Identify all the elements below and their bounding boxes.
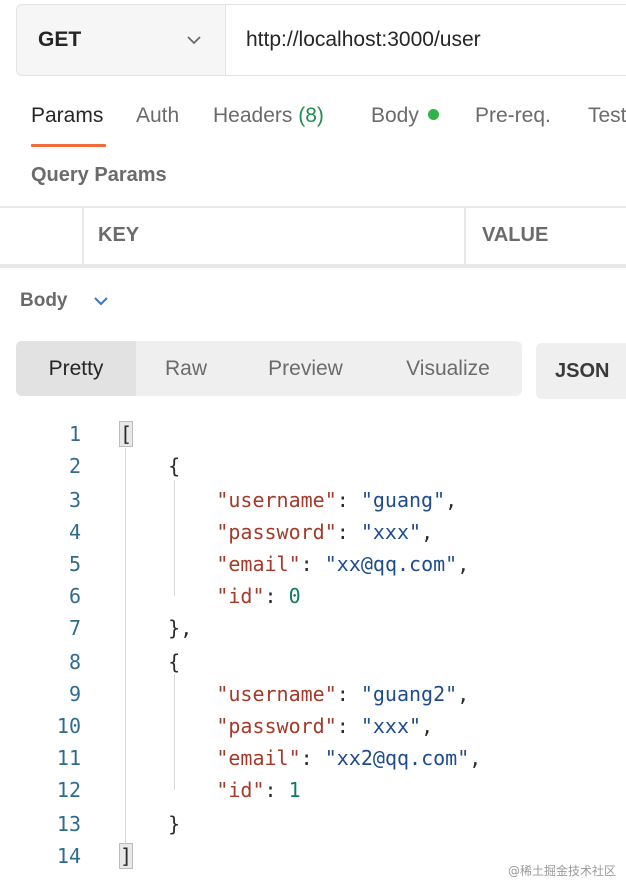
view-pretty-button[interactable]: Pretty (16, 341, 136, 396)
code-line: "username": "guang", (216, 488, 458, 512)
tab-label: Auth (136, 104, 180, 127)
request-tabs: Params Auth Headers (8) Body Pre-req. Te… (0, 100, 626, 150)
response-body-label: Body (20, 290, 68, 311)
line-number: 5 (68, 552, 81, 576)
line-number: 2 (68, 454, 81, 478)
view-label: Raw (164, 356, 207, 380)
tab-headers[interactable]: Headers (8) (213, 104, 324, 128)
format-label: JSON (555, 359, 610, 382)
line-number: 14 (56, 844, 81, 868)
tab-tests[interactable]: Tests (588, 104, 626, 128)
tab-label: Pre-req. (475, 104, 551, 127)
code-line: "password": "xxx", (216, 714, 434, 738)
key-column-header: KEY (98, 224, 140, 246)
line-number: 9 (68, 682, 81, 706)
params-key-column (82, 208, 466, 264)
code-line: "id": 0 (216, 584, 301, 608)
method-select[interactable]: GET (17, 5, 226, 75)
json-string-value: xx@qq.com (336, 552, 446, 576)
code-line: }, (120, 616, 193, 640)
code-line: { (120, 454, 181, 478)
code-line: "id": 1 (216, 778, 301, 802)
json-string-value: guang (372, 488, 434, 512)
code-line: "password": "xxx", (216, 520, 434, 544)
url-input[interactable] (246, 28, 626, 52)
line-number: 7 (68, 616, 81, 640)
view-mode-selector: Pretty Raw Preview Visualize (16, 341, 522, 396)
tab-label: Params (31, 104, 104, 127)
json-string-value: xx2@qq.com (336, 746, 458, 770)
code-line: "email": "xx@qq.com", (216, 552, 470, 576)
json-string-value: guang2 (372, 682, 446, 706)
indent-guide (174, 480, 175, 596)
params-table-header: KEY VALUE (0, 206, 626, 268)
tab-label: Tests (588, 104, 626, 127)
matched-bracket: ] (118, 843, 134, 869)
tab-params[interactable]: Params (31, 104, 103, 128)
headers-count: (8) (298, 104, 324, 127)
view-visualize-button[interactable]: Visualize (375, 341, 521, 396)
json-key: email (228, 552, 289, 576)
chevron-down-icon[interactable] (92, 292, 110, 310)
json-string-value: xxx (372, 714, 410, 738)
watermark: @稀土掘金技术社区 (507, 864, 616, 878)
line-number: 1 (68, 422, 81, 446)
json-number-value: 0 (288, 584, 301, 608)
json-key: id (228, 584, 253, 608)
tab-auth[interactable]: Auth (136, 104, 179, 128)
indent-guide (174, 674, 175, 790)
line-number: 8 (68, 650, 81, 674)
view-raw-button[interactable]: Raw (136, 341, 236, 396)
line-number: 13 (56, 812, 81, 836)
format-select[interactable]: JSON (536, 343, 626, 399)
code-line: "username": "guang2", (216, 682, 470, 706)
line-number: 12 (56, 778, 81, 802)
matched-bracket: [ (118, 421, 134, 447)
active-tab-underline (31, 144, 106, 147)
body-indicator-dot (427, 109, 439, 120)
json-key: id (228, 778, 253, 802)
line-number: 4 (68, 520, 81, 544)
code-line: { (120, 650, 181, 674)
line-number: 10 (56, 714, 81, 738)
tab-pre-request[interactable]: Pre-req. (475, 104, 551, 128)
tab-body[interactable]: Body (371, 104, 439, 128)
json-string-value: xxx (372, 520, 410, 544)
indent-guide (125, 448, 126, 856)
view-label: Preview (268, 356, 343, 380)
json-key: password (228, 714, 325, 738)
code-line: [ (118, 421, 134, 447)
line-number: 11 (56, 746, 81, 770)
method-label: GET (38, 28, 82, 51)
json-number-value: 1 (288, 778, 301, 802)
json-key: email (228, 746, 289, 770)
json-key: username (228, 682, 325, 706)
tab-label: Headers (213, 104, 299, 127)
code-line: "email": "xx2@qq.com", (216, 746, 482, 770)
chevron-down-icon (187, 36, 201, 45)
view-preview-button[interactable]: Preview (236, 341, 375, 396)
code-line: ] (118, 843, 134, 869)
view-label: Pretty (48, 356, 104, 380)
request-bar: GET (16, 4, 626, 76)
url-field[interactable] (226, 5, 626, 75)
json-key: username (228, 488, 325, 512)
line-number: 6 (68, 584, 81, 608)
json-key: password (228, 520, 325, 544)
view-label: Visualize (406, 356, 490, 380)
code-line: } (120, 812, 181, 836)
value-column-header: VALUE (482, 224, 549, 246)
response-code-view[interactable]: 1 2 3 4 5 6 7 8 9 10 11 12 13 14 [ { "us… (0, 418, 626, 878)
line-number: 3 (68, 488, 81, 512)
query-params-title: Query Params (31, 164, 167, 186)
tab-label: Body (371, 104, 419, 127)
params-checkbox-column (0, 208, 84, 264)
